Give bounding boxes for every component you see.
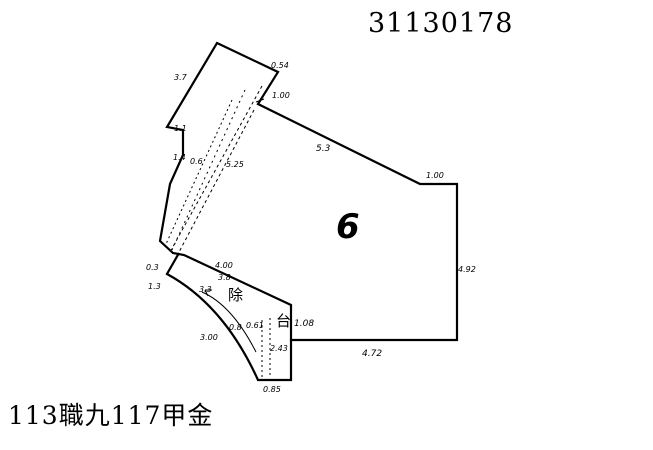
dim-4-92: 4.92 (458, 265, 476, 274)
dim-4-00: 4.00 (215, 261, 233, 270)
lower-lobe-boundary (165, 252, 293, 382)
dashed-line-a (169, 85, 263, 253)
dim-3-00: 3.00 (200, 333, 218, 342)
parcel-boundary (158, 41, 459, 342)
document-id: 31130178 (368, 8, 514, 39)
dim-4-72: 4.72 (362, 349, 382, 359)
dim-0-54: 0.54 (271, 61, 289, 70)
dim-0-61: 0.61 (246, 321, 264, 330)
dim-3-7: 3.7 (174, 73, 188, 82)
dim-1-00-top: 1.00 (272, 91, 290, 100)
dim-2-43: 2.43 (270, 344, 288, 353)
dim-1-08: 1.08 (294, 319, 314, 329)
dashed-line-c (165, 99, 233, 245)
dim-0-6: 0.6 (190, 157, 203, 166)
dim-0-3: 0.3 (146, 263, 159, 272)
dim-0-8: 0.8 (229, 323, 242, 332)
dim-1-3: 1.3 (148, 282, 161, 291)
glyph-tai: 台 (276, 312, 291, 330)
dim-3-3: 3.3 (199, 285, 212, 294)
dim-0-85: 0.85 (263, 385, 281, 394)
dashed-line-b (177, 109, 255, 255)
tick-mark-top (255, 98, 265, 103)
drawing-caption: 113職九117甲金 (8, 401, 214, 430)
dim-1-00-right: 1.00 (426, 171, 444, 180)
dim-1-1: 1.1 (174, 124, 187, 133)
dim-5-25: 5.25 (226, 160, 244, 169)
dashed-line-d (171, 89, 246, 251)
dim-5-3: 5.3 (316, 144, 331, 154)
dim-3-8: 3.8 (218, 273, 231, 282)
arrow-head (204, 289, 212, 297)
glyph-chu: 除 (228, 286, 243, 304)
dim-1-4: 1.4 (173, 153, 186, 162)
parcel-number: 6 (336, 207, 360, 247)
